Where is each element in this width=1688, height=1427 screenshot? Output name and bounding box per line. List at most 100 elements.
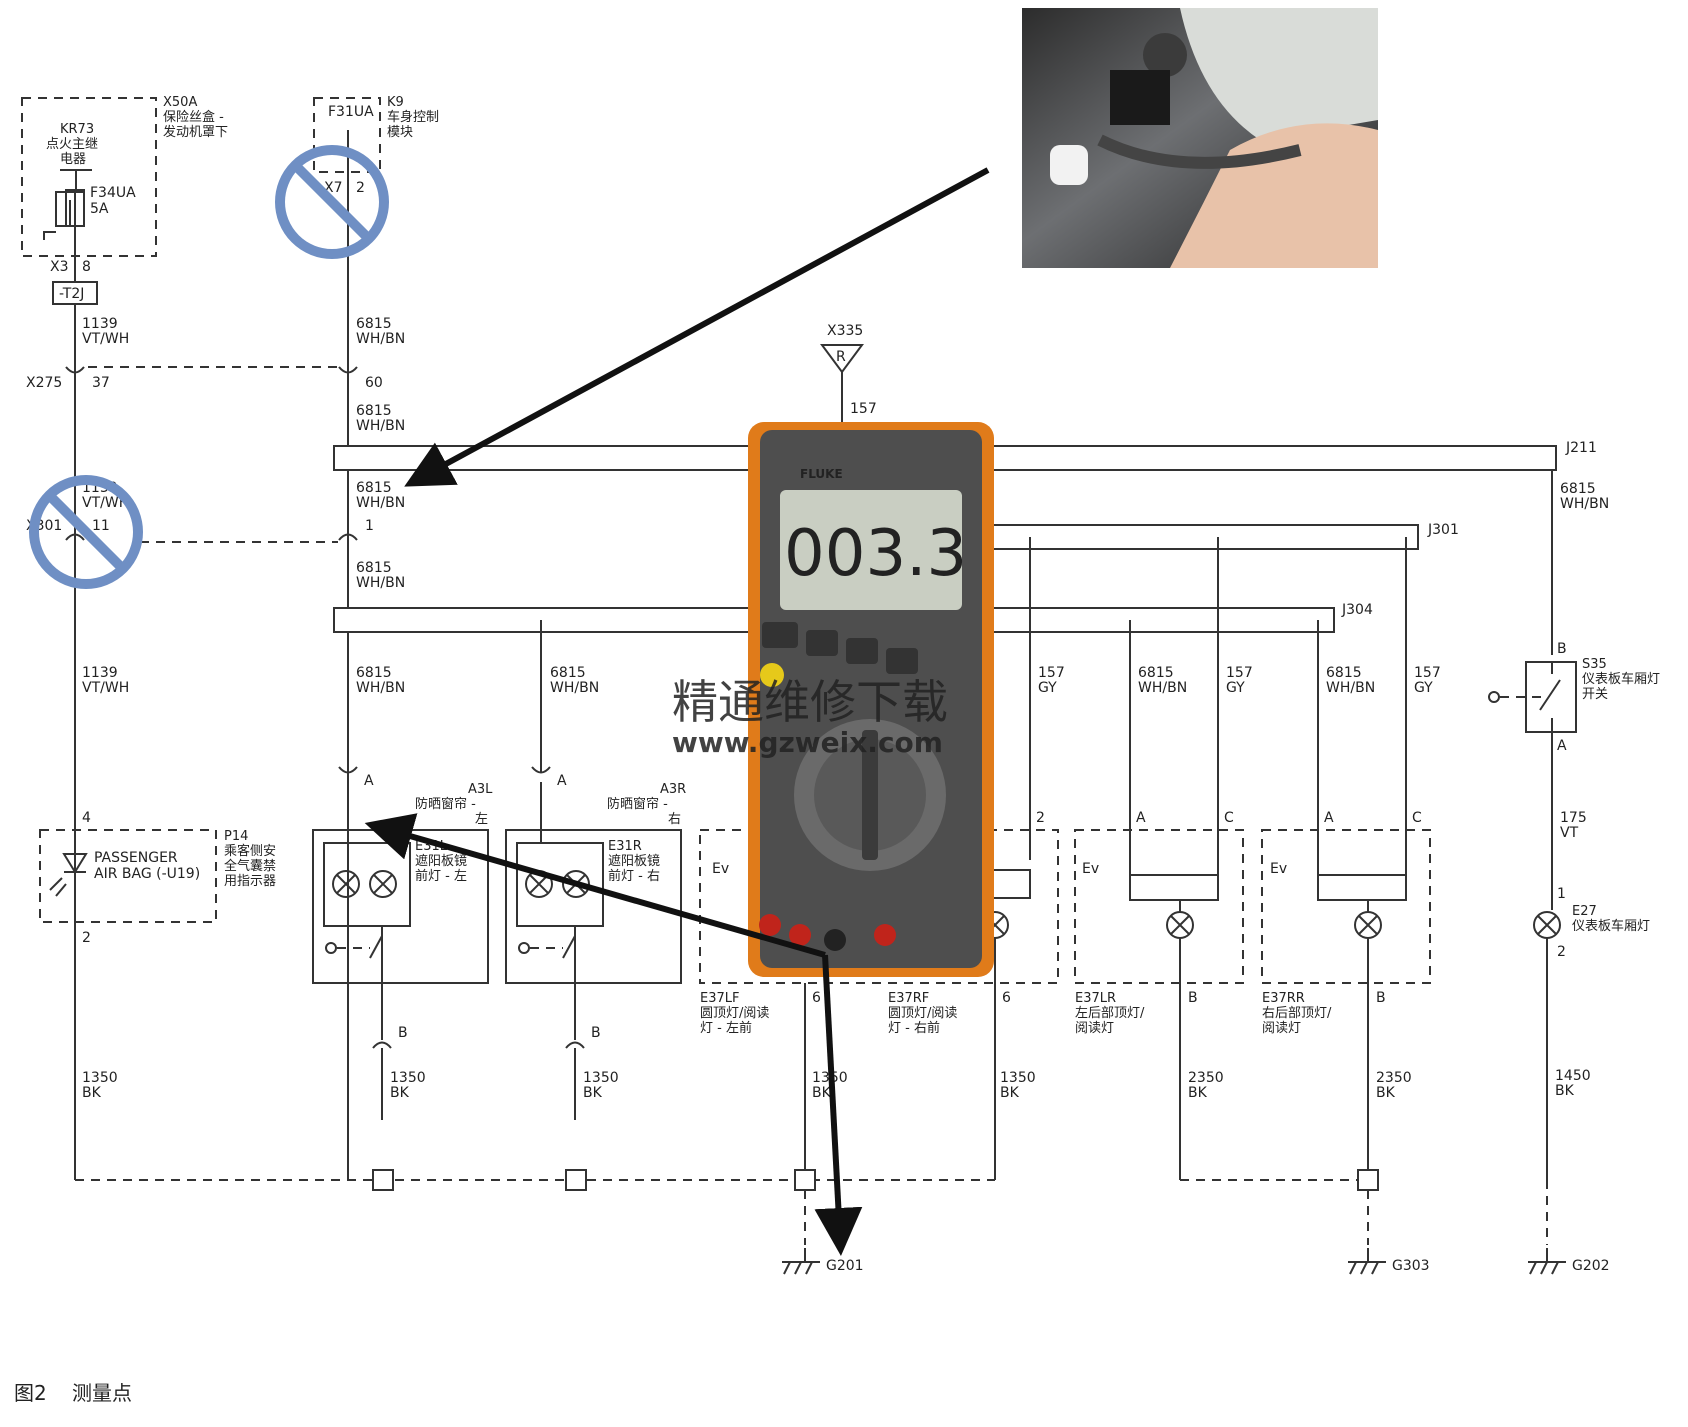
a3l-name-1: 防晒窗帘 - [415, 796, 476, 812]
w6815-color-3: WH/BN [356, 495, 405, 511]
e31r-vanity-lamp: E31R 遮阳板镜 前灯 - 右 [505, 782, 682, 984]
ground-bus [75, 1120, 1548, 1245]
x275-pin-right: 60 [365, 375, 383, 391]
w1139-num-3: 1139 [82, 665, 118, 681]
multimeter: FLUKE 003.3 [748, 422, 994, 977]
g202-code: G202 [1572, 1258, 1610, 1274]
k9-name-1: 车身控制 [387, 109, 439, 125]
x7-pin: 2 [356, 180, 365, 196]
e37rf-name-2: 灯 - 右前 [888, 1020, 940, 1036]
p14-en-1: PASSENGER [94, 850, 178, 866]
f34ua-fuse-symbol [65, 189, 85, 227]
p14-code: P14 [224, 829, 248, 844]
x301-pin-left: 11 [92, 518, 110, 534]
w1350-num-rf: 1350 [1000, 1070, 1036, 1086]
a3r-feed: 6815 WH/BN [540, 620, 599, 772]
kr73-name-2: 电器 [60, 152, 86, 167]
x3-pin: 8 [82, 259, 91, 275]
e37lf-name-2: 灯 - 左前 [700, 1020, 752, 1036]
w6815-color-4: WH/BN [356, 575, 405, 591]
s35-name-2: 开关 [1582, 687, 1608, 702]
w6815-num-1: 6815 [356, 316, 392, 332]
e27-pin-2: 2 [1557, 944, 1566, 960]
s35-pin-b: B [1557, 641, 1567, 657]
w6815-num-5: 6815 [356, 665, 392, 681]
p14-name-2: 全气囊禁 [224, 858, 276, 874]
ground-wire-labels: 1350 BK 1350 BK 1350 BK 1350 BK 1350 BK … [82, 1070, 1412, 1101]
x301-pin-right: 1 [365, 518, 374, 534]
f34ua-rating: 5A [90, 201, 109, 217]
w1350-num-a3r: 1350 [583, 1070, 619, 1086]
prohibit-icon-k9 [275, 145, 389, 259]
g201-ground: G201 [782, 1248, 864, 1275]
w1450-num: 1450 [1555, 1068, 1591, 1084]
caption-figure: 图2 [14, 1381, 47, 1405]
g202-ground: G202 [1528, 1248, 1610, 1275]
a3l-labels: A3L 防晒窗帘 - 左 A3R 防晒窗帘 - 右 [415, 782, 686, 827]
w1139-color-2: VT/WH [82, 495, 129, 511]
w2350-color-rr: BK [1376, 1085, 1396, 1101]
a3-b-connectors: B B [372, 983, 601, 1120]
p14-name-1: 乘客侧安 [224, 843, 276, 859]
kr73-code: KR73 [60, 122, 94, 137]
x50a-name-1: 保险丝盒 - [163, 109, 224, 125]
w1350-color-lf: BK [812, 1085, 832, 1101]
watermark-line2: www.gzweix.com [672, 726, 943, 759]
t2j-code: -T2J [59, 286, 84, 302]
e31l-name-1: 遮阳板镜 [415, 853, 467, 869]
w6815-color-5: WH/BN [356, 680, 405, 696]
j211-right-branch: 6815 WH/BN [1551, 470, 1609, 655]
measurement-arrows [364, 167, 990, 1256]
e37lf-pin-6: 6 [812, 990, 821, 1006]
w2350-num-rr: 2350 [1376, 1070, 1412, 1086]
k9-code: K9 [387, 95, 404, 110]
w157-color-lr: GY [1226, 680, 1245, 696]
w1450-color: BK [1555, 1083, 1575, 1099]
w1350-color-rf: BK [1000, 1085, 1020, 1101]
e31l-vanity-lamp: E31L 遮阳板镜 前灯 - 左 [312, 782, 489, 984]
e37lr-code: E37LR [1075, 991, 1116, 1006]
e37lf-dome-lamp: Ev 6 E37LF 圆顶灯/阅读 灯 - 左前 [699, 829, 1059, 1180]
w1139-color-3: VT/WH [82, 680, 129, 696]
e27-lamp: 1 2 E27 仪表板车厢灯 1450 BK [1533, 886, 1650, 1180]
prohibit-icon-x301 [29, 475, 143, 589]
x50a-name-2: 发动机罩下 [163, 124, 228, 140]
w6815-num-2: 6815 [356, 403, 392, 419]
a3r-name-1: 防晒窗帘 - [607, 796, 668, 812]
e37rr-pin-c: C [1412, 810, 1422, 826]
a3l-pin-b: B [398, 1025, 408, 1041]
w6815-color-1: WH/BN [356, 331, 405, 347]
arrow-to-a3l [364, 813, 826, 958]
w1350-num-p14: 1350 [82, 1070, 118, 1086]
watermark: 精通维修下载 www.gzweix.com [672, 675, 948, 759]
e31r-code: E31R [608, 839, 642, 854]
e31l-name-2: 前灯 - 左 [415, 868, 467, 884]
e37lr-name-2: 阅读灯 [1075, 1021, 1114, 1036]
x335-letter: R [836, 349, 846, 365]
a3l-name-2: 左 [475, 812, 488, 827]
e37lr-pin-c: C [1224, 810, 1234, 826]
a3r-name-2: 右 [668, 812, 681, 827]
j304-code: J304 [1341, 602, 1373, 618]
x275-connector: X275 37 60 [26, 366, 383, 391]
e37lr-pin-a: A [1136, 810, 1146, 826]
w1350-color-p14: BK [82, 1085, 102, 1101]
e27-pin-1: 1 [1557, 886, 1566, 902]
w6815-num-lr: 6815 [1138, 665, 1174, 681]
e37rf-name-1: 圆顶灯/阅读 [888, 1006, 957, 1021]
watermark-line1: 精通维修下载 [672, 675, 948, 729]
e37rr-pin-a: A [1324, 810, 1334, 826]
connector-photo-inset [1022, 8, 1378, 268]
w157-num-top: 157 [850, 401, 877, 417]
w1350-num-a3l: 1350 [390, 1070, 426, 1086]
e37lf-ev-symbol: Ev [712, 861, 729, 877]
s35-pin-a: A [1557, 738, 1567, 754]
caption-title: 测量点 [72, 1381, 132, 1405]
x335-code: X335 [827, 323, 863, 339]
w6815-color-j211: WH/BN [1560, 496, 1609, 512]
e27-code: E27 [1572, 904, 1597, 919]
w157-num-rf: 157 [1038, 665, 1065, 681]
a3-connectors: A A [338, 766, 567, 789]
a3r-pin-b: B [591, 1025, 601, 1041]
